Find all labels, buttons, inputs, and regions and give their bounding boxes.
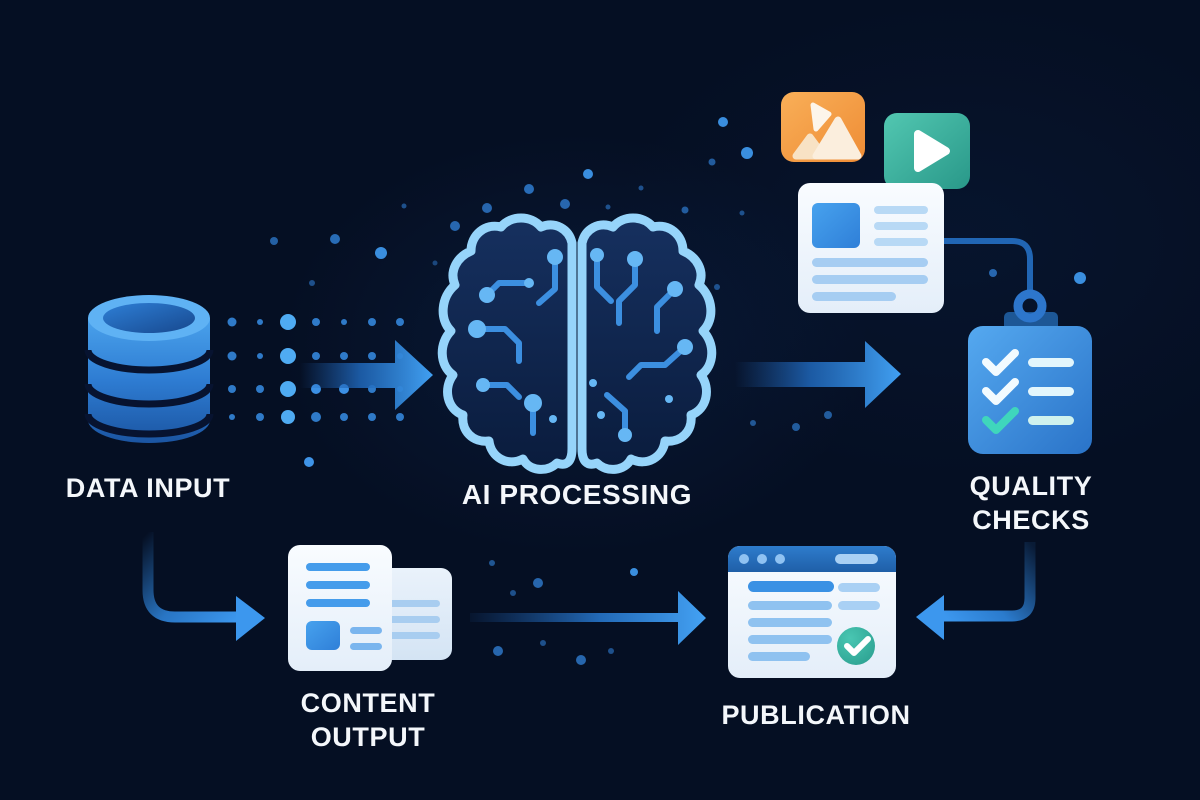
quality-checks-label: QUALITY CHECKS (969, 471, 1093, 535)
image-icon (781, 92, 865, 162)
arrow-input-to-ai (300, 340, 433, 410)
clipboard-checklist-icon (968, 289, 1092, 454)
browser-window-icon (728, 546, 896, 678)
article-card-icon (798, 183, 1033, 313)
data-input-label: DATA INPUT (65, 473, 231, 503)
content-output-label: CONTENT OUTPUT (300, 688, 436, 752)
background-dots (270, 117, 1086, 665)
publication-label: PUBLICATION (721, 700, 911, 730)
arrow-content-to-publication (470, 591, 706, 645)
video-play-icon (884, 113, 970, 189)
documents-icon (288, 545, 452, 671)
arrow-input-to-content (142, 532, 265, 641)
arrow-quality-to-publication (916, 542, 1036, 640)
arrow-ai-to-quality (735, 341, 901, 408)
brain-circuit-icon (437, 213, 717, 474)
database-icon (84, 295, 214, 443)
connector-card-to-clipboard (944, 238, 1033, 293)
ai-processing-label: AI PROCESSING (461, 479, 693, 510)
